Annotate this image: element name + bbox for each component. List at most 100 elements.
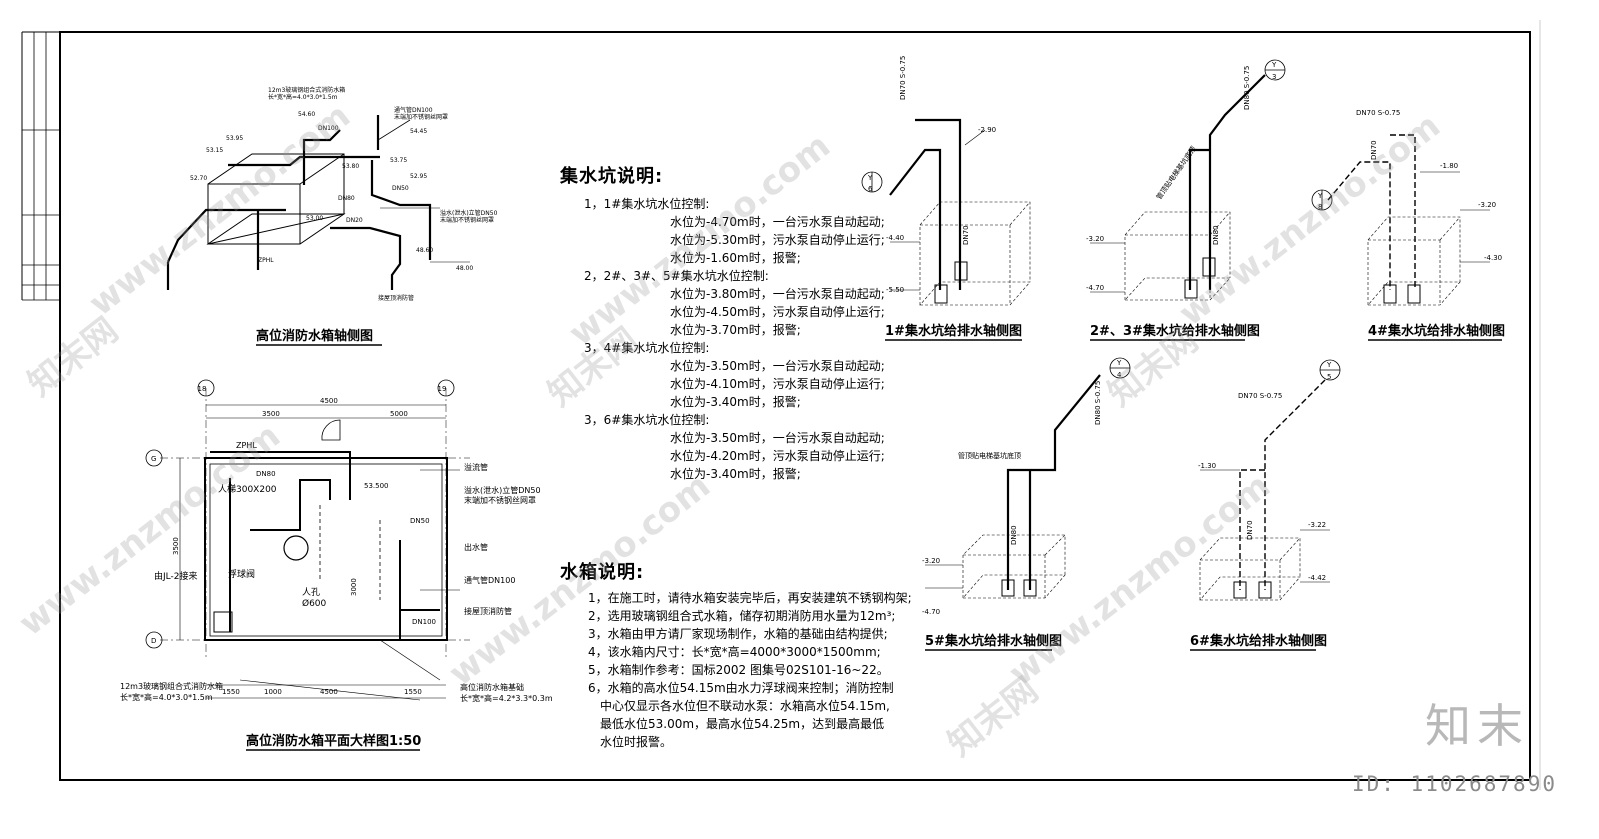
s4-b: -3.20 [1478,201,1496,209]
plan-inlet: 由JL-2接来 [154,570,197,582]
axon-elev-5460: 54.60 [298,111,315,118]
tank-note-line: 6，水箱的高水位54.15m由水力浮球阀来控制；消防控制 [588,681,894,695]
s1-y: Y [867,174,873,182]
sump-note-line: 水位为-4.10m时，污水泵自动停止运行; [670,377,885,391]
dim-side: 3500 [172,537,180,555]
plan-dn80: DN80 [256,470,276,478]
axis-19: 19 [438,385,447,393]
s1-dn70: DN70 [962,225,970,245]
sump-note-line: 水位为-5.30m时，污水泵自动停止运行; [670,233,885,247]
plan-zphl: ZPHL [236,441,257,450]
s23-dn80-slope: DN80 S-0.75 [1243,66,1251,110]
dim-b1: 1550 [222,688,240,696]
s23-note: 管顶贴电梯基坑底顶 [1154,144,1198,201]
sump-note-line: 水位为-4.20m时，污水泵自动停止运行; [670,449,885,463]
tank-note-line: 最低水位53.00m，最高水位54.25m，达到最高最低 [600,717,885,731]
plan-outlet: 出水管 [464,542,488,552]
tank-note-line: 水位时报警。 [600,735,673,749]
axon-elev-5295: 52.95 [410,173,427,180]
axon-dn100: DN100 [318,125,339,132]
s5-dn80: DN80 [1010,525,1018,545]
axis-d: D [151,637,156,645]
axis-g: G [151,455,156,463]
plan-roof: 接屋顶消防管 [464,606,512,616]
s6-dn70: DN70 [1246,520,1254,540]
axon-overflow: 溢水(泄水)立管DN50 [440,209,498,217]
brand-logo: 知末 [1425,699,1529,753]
plan-elev: 53.500 [364,482,389,490]
s5-yn: 4 [1117,371,1122,379]
axon-overflow-note: 末端加不锈钢丝网罩 [440,216,494,224]
sump-note-line: 水位为-1.60m时，报警; [670,251,801,265]
caption-tank-plan: 高位消防水箱平面大样图1:50 [246,733,421,749]
s4-a: -1.80 [1440,162,1458,170]
plan-access: 人孔 [302,587,320,598]
axon-zphl: ZPHL [258,257,274,264]
axon-tank-dims: 长*宽*高=4.0*3.0*1.5m [268,93,338,101]
image-id: ID: 1102687890 [1351,772,1557,796]
sheet-frame [21,20,1541,790]
s5-b: -4.70 [922,608,940,616]
axon-elev-5380: 53.80 [342,163,359,170]
s6-y: Y [1326,361,1332,369]
s6-yn: 5 [1327,373,1331,381]
axon-elev-4800: 48.00 [456,265,473,272]
s5-y: Y [1116,359,1122,367]
tank-plan-diagram [145,379,470,701]
plan-dn50: DN50 [410,517,430,525]
dim-b3: 4500 [320,688,338,696]
plan-overflow-note: 末端加不锈钢丝网罩 [464,495,536,505]
dim-b2: 1000 [264,688,282,696]
s23-yn: 3 [1272,73,1276,81]
sump6-diagram [1199,359,1341,601]
caption-sump4: 4#集水坑给排水轴侧图 [1368,323,1505,339]
sump-notes-title: 集水坑说明: [560,166,664,187]
s4-dn70-slope: DN70 S-0.75 [1356,109,1400,117]
axis-18: 18 [198,385,207,393]
s1-yn: 6 [868,185,873,193]
s1-dn70-slope: DN70 S-0.75 [899,56,907,100]
axon-vent-note: 末端加不锈钢丝网罩 [394,113,448,121]
s23-a: -3.20 [1086,235,1104,243]
s23-b: -4.70 [1086,284,1104,292]
axon-elev-4860: 48.60 [416,247,433,254]
plan-access-size: Ø600 [302,598,327,609]
caption-sump5: 5#集水坑给排水轴侧图 [925,633,1062,649]
s1-c: -5.50 [886,286,904,294]
tank-note-line: 中心仅显示各水位但不联动水泵：水箱高水位54.15m, [600,699,890,713]
sump-note-line: 水位为-3.50m时，一台污水泵自动起动; [670,431,885,445]
axon-dn20: DN20 [346,217,363,224]
s1-a: -2.90 [978,126,996,134]
sump-note-line: 水位为-3.50m时，一台污水泵自动起动; [670,359,885,373]
sump1-diagram [861,118,1031,306]
axon-dn80: DN80 [338,195,355,202]
axon-elev-5445: 54.45 [410,128,427,135]
caption-tank-axon: 高位消防水箱轴侧图 [256,328,373,344]
axon-roof: 接屋顶消防管 [378,294,414,302]
s6-c: -4.42 [1308,574,1326,582]
axon-elev-5375: 53.75 [390,157,407,164]
sump-note-line: 1，1#集水坑水位控制: [584,197,710,211]
dim-right: 5000 [390,410,408,418]
s23-y: Y [1271,61,1277,69]
dim-inner: 3000 [350,578,358,596]
tank-axon-diagram [166,115,470,290]
plan-tank-dims: 长*宽*高=4.0*3.0*1.5m [120,692,213,702]
sump-note-line: 水位为-4.70m时，一台污水泵自动起动; [670,215,885,229]
dim-b4: 1550 [404,688,422,696]
sump-note-line: 3，4#集水坑水位控制: [584,341,710,355]
s5-a: -3.20 [922,557,940,565]
plan-manhole: 人梯300X200 [218,483,277,495]
dim-top: 4500 [320,397,338,405]
sump4-diagram [1311,134,1490,306]
s4-y: Y [1317,192,1323,200]
sump-note-line: 水位为-3.40m时，报警; [670,467,801,481]
plan-overflow-pipe: 溢流管 [464,462,488,472]
axon-elev-5315: 53.15 [206,147,223,154]
plan-overflow-stand: 溢水(泄水)立管DN50 [464,485,541,495]
sump-note-line: 水位为-3.40m时，报警; [670,395,801,409]
s1-b: -4.40 [886,234,904,242]
axon-elev-5270: 52.70 [190,175,207,182]
tank-note-line: 5，水箱制作参考：国标2002 图集号02S101-16~22。 [588,663,889,677]
